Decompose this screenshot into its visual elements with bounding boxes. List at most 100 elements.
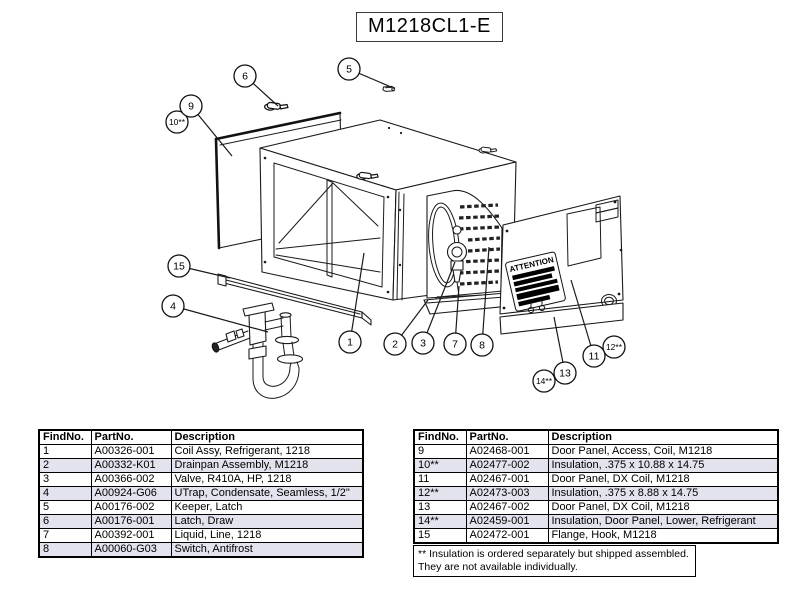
callout-3: 3 [411, 331, 435, 355]
findno-cell: 8 [38, 542, 92, 558]
findno-cell: 6 [38, 514, 92, 529]
partno-cell: A00176-001 [90, 514, 172, 529]
partno-cell: A00060-G03 [90, 542, 172, 558]
partno-cell: A02467-001 [465, 472, 549, 487]
leader-8 [481, 246, 490, 346]
description-cell: Keeper, Latch [170, 500, 364, 515]
partno-cell: A00332-K01 [90, 458, 172, 473]
insulation-footnote: ** Insulation is ordered separately but … [413, 545, 696, 577]
description-cell: Door Panel, DX Coil, M1218 [547, 500, 779, 515]
callout-6: 6 [233, 64, 257, 88]
callout-number: 2 [392, 339, 398, 351]
findno-cell: 13 [413, 500, 467, 515]
valve [446, 241, 468, 263]
callout-10: 10** [165, 110, 189, 134]
description-cell: Switch, Antifrost [170, 542, 364, 558]
dx-coil-door-panel: ATTENTION [499, 195, 624, 335]
callout-layer: 1 2 3 4 5 6 7 8 10**9 12** 11 14** 13 15 [161, 57, 626, 393]
coil-assembly [426, 189, 504, 304]
findno-cell: 2 [38, 458, 92, 473]
callout-13: 13 [553, 361, 577, 385]
header-description: Description [547, 429, 779, 445]
findno-cell: 3 [38, 472, 92, 487]
lower-door-panel [499, 300, 624, 335]
callout-number: 14** [536, 376, 553, 386]
findno-cell: 7 [38, 528, 92, 543]
callout-number: 8 [479, 340, 485, 352]
leader-1 [349, 252, 365, 343]
attention-label: ATTENTION [505, 251, 566, 312]
partno-cell: A00326-001 [90, 444, 172, 459]
description-cell: Insulation, .375 x 10.88 x 14.75 [547, 458, 779, 473]
partno-cell: A02468-001 [465, 444, 549, 459]
callout-2: 2 [383, 332, 407, 356]
leader-4 [172, 305, 269, 333]
findno-cell: 9 [413, 444, 467, 459]
callout-number: 4 [170, 301, 176, 313]
callout-12: 12** [602, 335, 626, 359]
findno-cell: 10** [413, 458, 467, 473]
callout-number: 7 [452, 339, 458, 351]
callout-11: 11 [582, 344, 606, 368]
description-cell: Liquid, Line, 1218 [170, 528, 364, 543]
callout-8: 8 [470, 333, 494, 357]
partno-cell: A02472-001 [465, 528, 549, 544]
callout-14: 14** [532, 369, 556, 393]
callout-number: 1 [347, 337, 353, 349]
findno-cell: 15 [413, 528, 467, 544]
description-cell: Door Panel, DX Coil, M1218 [547, 472, 779, 487]
footnote-line: They are not available individually. [418, 561, 578, 573]
callout-number: 3 [420, 338, 426, 350]
partno-cell: A02459-001 [465, 514, 549, 529]
findno-cell: 5 [38, 500, 92, 515]
draw-latch-exploded [263, 101, 289, 113]
partno-cell: A00924-G06 [90, 486, 172, 501]
description-cell: Insulation, .375 x 8.88 x 14.75 [547, 486, 779, 501]
header-description: Description [170, 429, 364, 445]
panel-cutout [566, 206, 602, 267]
exploded-parts-diagram: ATTENTION [161, 57, 626, 399]
model-title: M1218CL1-E [356, 12, 503, 42]
callout-number: 15 [173, 261, 185, 273]
table-header-row: FindNo. PartNo. Description [413, 429, 779, 445]
findno-cell: 12** [413, 486, 467, 501]
partno-cell: A00366-002 [90, 472, 172, 487]
callout-1: 1 [338, 330, 362, 354]
description-cell: Valve, R410A, HP, 1218 [170, 472, 364, 487]
callout-number: 5 [346, 64, 352, 76]
callout-number: 9 [188, 101, 194, 113]
description-cell: Drainpan Assembly, M1218 [170, 458, 364, 473]
callout-4: 4 [161, 294, 185, 318]
flange-hook [217, 273, 372, 326]
leader-11 [570, 279, 595, 357]
header-partno: PartNo. [90, 429, 172, 445]
callout-9: 9 [179, 94, 203, 118]
findno-cell: 11 [413, 472, 467, 487]
description-cell: Flange, Hook, M1218 [547, 528, 779, 544]
description-cell: Insulation, Door Panel, Lower, Refrigera… [547, 514, 779, 529]
callout-5: 5 [337, 57, 361, 81]
description-cell: UTrap, Condensate, Seamless, 1/2" [170, 486, 364, 501]
callout-number: 11 [589, 351, 600, 363]
callout-number: 13 [559, 368, 571, 380]
findno-cell: 14** [413, 514, 467, 529]
callout-number: 6 [242, 71, 248, 83]
table-header-row: FindNo. PartNo. Description [38, 429, 364, 445]
callout-number: 12** [606, 342, 623, 352]
